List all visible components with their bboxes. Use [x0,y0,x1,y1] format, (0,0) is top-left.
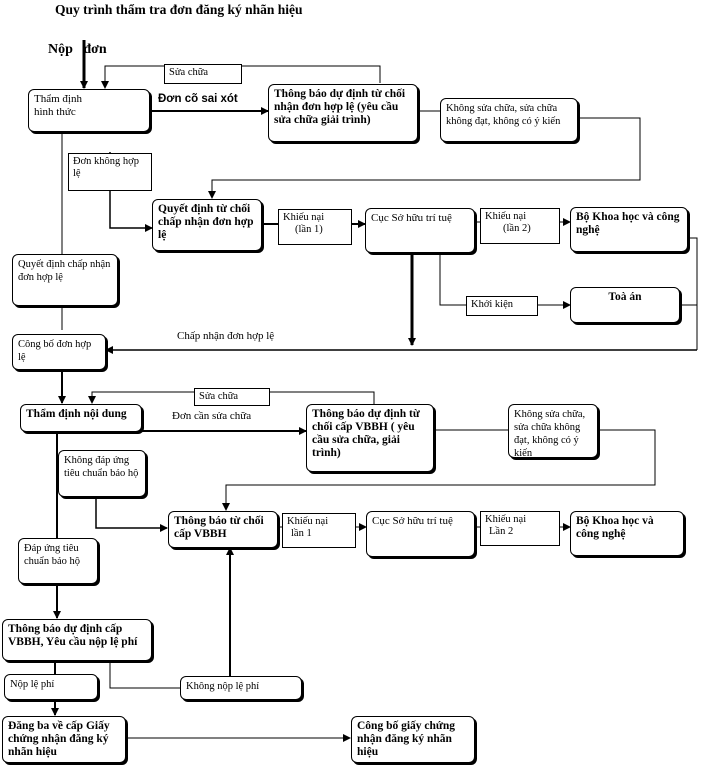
ip-office-box-1: Cục Sở hữu trí tuệ [365,208,475,253]
diagram-title: Quy trình thẩm tra đơn đăng ký nhãn hiệu [55,2,303,17]
formal-exam-box: Thẩm định hình thức [28,89,150,132]
no-fee-box: Không nộp lệ phí [180,676,302,700]
time-text-2a: lần 1 [291,528,312,539]
substantive-exam-box: Thẩm định nội dung [20,404,142,432]
ministry-box-1: Bộ Khoa học và công nghệ [570,207,688,252]
complaint-text-2a: Khiếu nại [287,516,329,527]
complaint-label-1a: Khiếu nại (lần 1) [278,209,352,245]
start-label: Nộp đơn [48,42,107,57]
notice-refused-cert-box: Thông báo từ chối cấp VBBH [168,511,278,548]
meets-criteria-box: Đáp ứng tiêu chuẩn bảo hộ [18,538,98,584]
ministry-box-2: Bộ Khoa học và công nghệ [570,511,684,556]
time-text-1a: (lần 1) [295,224,323,235]
notice-refuse-cert-box: Thông báo dự định từ chối cấp VBBH ( yêu… [306,404,434,472]
needs-fix-label: Đơn cần sửa chữa [172,410,252,422]
complaint-label-1b: Khiếu nại (lần 2) [480,208,560,244]
not-meet-box: Không đáp ứng tiêu chuẩn bảo hộ [58,450,146,497]
notice-refuse-valid-box: Thông báo dự định từ chối nhận đơn hợp l… [268,84,418,142]
complaint-label-2b: Khiếu nại Lần 2 [480,511,560,546]
lawsuit-label: Khởi kiện [466,296,538,316]
ip-office-box-2: Cục Sở hữu trí tuệ [366,511,475,557]
publish-app-box: Công bố đơn hợp lệ [12,334,106,370]
time-text-2b: Lần 2 [489,526,514,537]
fix-label-2: Sửa chữa [194,388,270,406]
publish-cert-box: Công bố giấy chứng nhận đăng ký nhãn hiệ… [351,716,475,763]
no-fix-box-2: Không sửa chữa, sửa chữa không đạt, khôn… [508,404,598,459]
register-grant-box: Đăng ba về cấp Giấy chứng nhận đăng ký n… [2,716,126,763]
faulty-app-label: Đơn cõ sai xót [158,93,238,105]
no-fix-box-1: Không sửa chữa, sửa chữa không đạt, khôn… [440,98,578,142]
pay-fee-box: Nộp lệ phí [4,674,98,700]
accept-valid-label: Chấp nhận đơn hợp lệ [177,330,275,342]
invalid-app-label: Đơn không hợp lệ [68,153,152,191]
decision-refuse-valid-box: Quyết định từ chối chấp nhận đơn hợp lệ [152,199,262,251]
notice-grant-box: Thông báo dự định cấp VBBH, Yêu cầu nộp … [2,619,152,661]
decision-accept-valid-box: Quyết định chấp nhận đơn hợp lệ [12,254,118,306]
time-text-1b: (lần 2) [503,223,531,234]
complaint-text-1b: Khiếu nại [485,211,527,222]
complaint-label-2a: Khiếu nại lần 1 [282,513,356,548]
complaint-text-2b: Khiếu nại [485,514,527,525]
complaint-text-1a: Khiếu nại [283,212,325,223]
court-box: Toà án [570,287,680,323]
fix-label-1: Sửa chữa [164,64,242,84]
